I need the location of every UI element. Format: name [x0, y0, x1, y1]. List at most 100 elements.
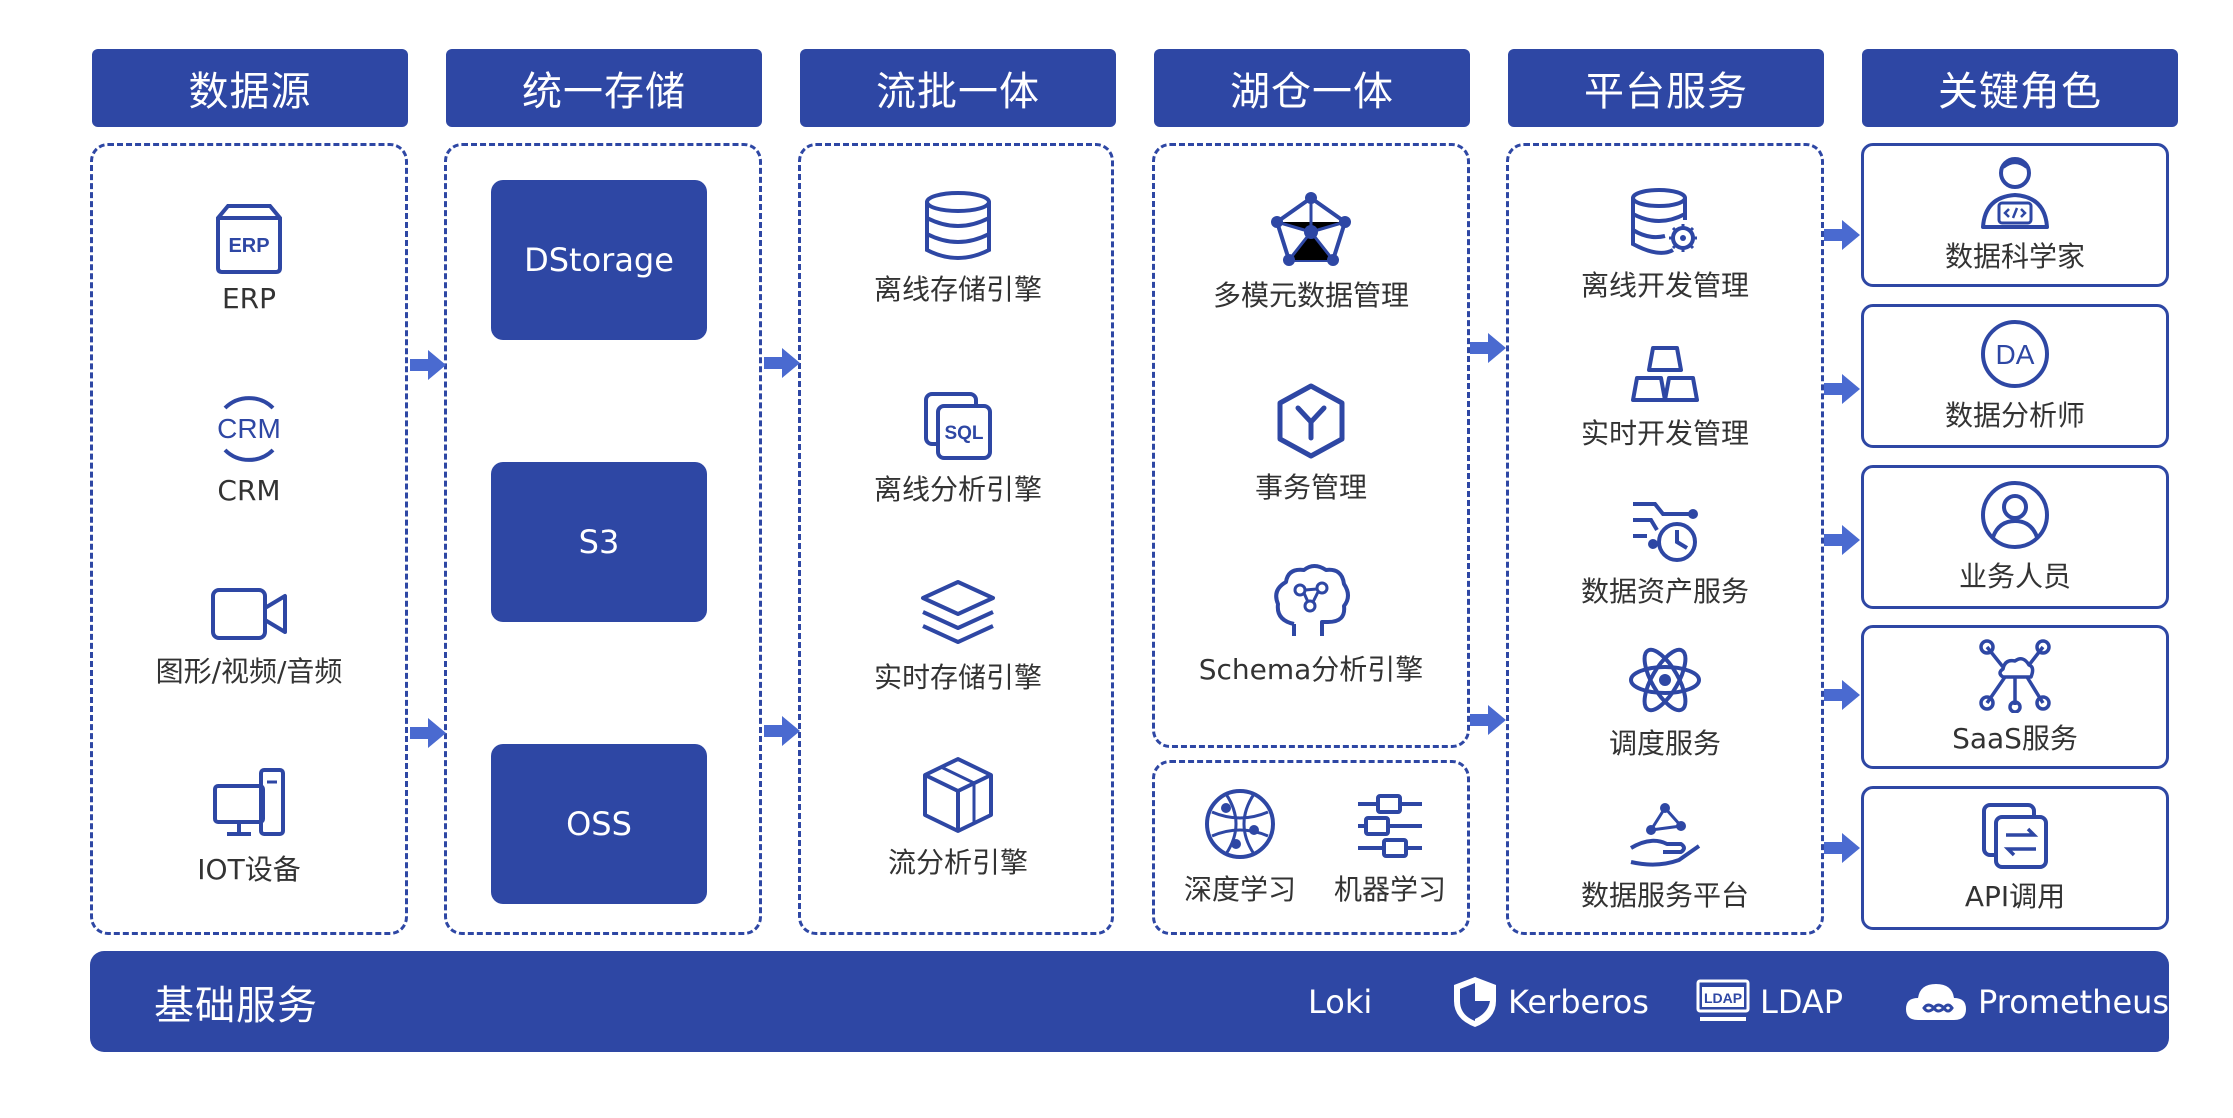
panel-data-sources [90, 143, 408, 935]
engine-realtime-storage: 实时存储引擎 [818, 578, 1098, 696]
panel-machine-learning [1152, 760, 1470, 935]
arrow-right-icon [410, 350, 446, 380]
iot-device-icon [213, 768, 285, 836]
source-label: IOT设备 [197, 853, 301, 886]
database-icon [925, 191, 991, 260]
platform-label: 调度服务 [1608, 727, 1721, 760]
header-unified-storage: 统一存储 [446, 49, 762, 127]
role-data-scientist: 数据科学家 [1861, 143, 2169, 287]
platform-label: 实时开发管理 [1580, 417, 1749, 450]
platform-label: 数据服务平台 [1580, 879, 1749, 912]
hexagon-y-icon [1277, 383, 1345, 459]
source-label: CRM [217, 474, 281, 507]
source-media: 图形/视频/音频 [109, 584, 389, 690]
svg-text:CRM: CRM [217, 413, 281, 444]
arrow-right-icon [764, 348, 800, 378]
panel-stream-batch [798, 143, 1114, 935]
role-api-call: API调用 [1861, 786, 2169, 930]
role-business-user: 业务人员 [1861, 465, 2169, 609]
cloud-icon [1906, 983, 1966, 1020]
hand-network-icon [1629, 803, 1701, 867]
lakehouse-label: Schema分析引擎 [1198, 653, 1424, 686]
saas-network-icon [1979, 639, 2051, 713]
header-platform-services: 平台服务 [1508, 49, 1824, 127]
base-services-title: 基础服务 [154, 982, 318, 1029]
engine-label: 离线分析引擎 [873, 473, 1042, 506]
arrow-right-icon [1824, 525, 1860, 555]
platform-label: 数据资产服务 [1580, 575, 1749, 608]
lakehouse-transaction: 事务管理 [1171, 382, 1451, 506]
arrow-right-icon [1470, 705, 1506, 735]
platform-scheduling: 调度服务 [1525, 644, 1805, 762]
sliders-icon [1358, 794, 1422, 858]
svg-text:LDAP: LDAP [1704, 990, 1742, 1006]
panel-unified-storage [444, 143, 762, 935]
platform-offline-dev: 离线开发管理 [1525, 186, 1805, 304]
api-icon [1982, 803, 2048, 869]
lakehouse-metadata: 多模元数据管理 [1171, 190, 1451, 314]
storage-oss: OSS [491, 744, 707, 904]
tool-kerberos: Kerberos [1452, 951, 1649, 1052]
analyst-da-icon: DA [1981, 320, 2049, 388]
platform-realtime-dev: 实时开发管理 [1525, 342, 1805, 452]
storage-s3: S3 [491, 462, 707, 622]
ml-label: 机器学习 [1333, 873, 1446, 906]
ml-label: 深度学习 [1183, 873, 1296, 906]
role-label: 数据科学家 [1944, 240, 2085, 273]
ml-machine-learning: 机器学习 [1310, 790, 1470, 908]
arrow-right-icon [410, 718, 446, 748]
role-label: API调用 [1964, 880, 2066, 913]
role-label: 业务人员 [1958, 560, 2071, 593]
base-services-bar: 基础服务 Loki Kerberos LDAP LDAP Prometheus [90, 951, 2169, 1052]
tool-label: LDAP [1760, 982, 1844, 1021]
database-gear-icon [1631, 188, 1697, 255]
tool-label: Kerberos [1508, 982, 1649, 1021]
asset-clock-icon [1633, 502, 1698, 562]
gold-bars-icon [1631, 346, 1699, 402]
globe-network-icon [1205, 789, 1275, 859]
cube-icon [923, 757, 993, 833]
lakehouse-label: 事务管理 [1254, 471, 1367, 504]
network-pentagon-icon [1271, 192, 1351, 266]
source-erp: ERP ERP [109, 200, 389, 315]
source-crm: CRM CRM [109, 388, 389, 507]
tool-ldap: LDAP LDAP [1696, 951, 1843, 1052]
tool-loki: Loki [1308, 951, 1372, 1052]
svg-text:DA: DA [1996, 339, 2035, 370]
source-label: 图形/视频/音频 [155, 655, 343, 688]
storage-dstorage: DStorage [491, 180, 707, 340]
engine-stream-analysis: 流分析引擎 [818, 755, 1098, 881]
source-iot: IOT设备 [109, 766, 389, 888]
tool-prometheus: Prometheus [1904, 951, 2169, 1052]
arrow-right-icon [1824, 374, 1860, 404]
header-lakehouse: 湖仓一体 [1154, 49, 1470, 127]
header-key-roles: 关键角色 [1862, 49, 2178, 127]
arrow-right-icon [1470, 333, 1506, 363]
arrow-right-icon [1824, 833, 1860, 863]
panel-platform-services [1506, 143, 1824, 935]
crm-icon: CRM [217, 396, 281, 462]
layers-icon [921, 580, 995, 644]
engine-offline-storage: 离线存储引擎 [818, 190, 1098, 308]
arrow-right-icon [764, 716, 800, 746]
ldap-icon: LDAP [1696, 979, 1750, 1021]
ml-deep-learning: 深度学习 [1160, 786, 1320, 908]
header-stream-batch: 流批一体 [800, 49, 1116, 127]
lakehouse-schema: Schema分析引擎 [1171, 560, 1451, 688]
user-circle-icon [1981, 481, 2049, 549]
erp-icon: ERP [216, 204, 282, 274]
brain-icon [1274, 564, 1350, 636]
role-saas-service: SaaS服务 [1861, 625, 2169, 769]
arrow-right-icon [1824, 680, 1860, 710]
video-camera-icon [211, 588, 287, 640]
platform-label: 离线开发管理 [1580, 269, 1749, 302]
source-label: ERP [221, 282, 277, 315]
sql-icon: SQL [924, 392, 992, 460]
role-label: SaaS服务 [1952, 722, 2078, 755]
engine-label: 实时存储引擎 [873, 661, 1042, 694]
lakehouse-label: 多模元数据管理 [1212, 279, 1409, 312]
scientist-icon [1981, 157, 2049, 229]
svg-text:ERP: ERP [228, 235, 269, 257]
header-data-sources: 数据源 [92, 49, 408, 127]
panel-lakehouse [1152, 143, 1470, 748]
